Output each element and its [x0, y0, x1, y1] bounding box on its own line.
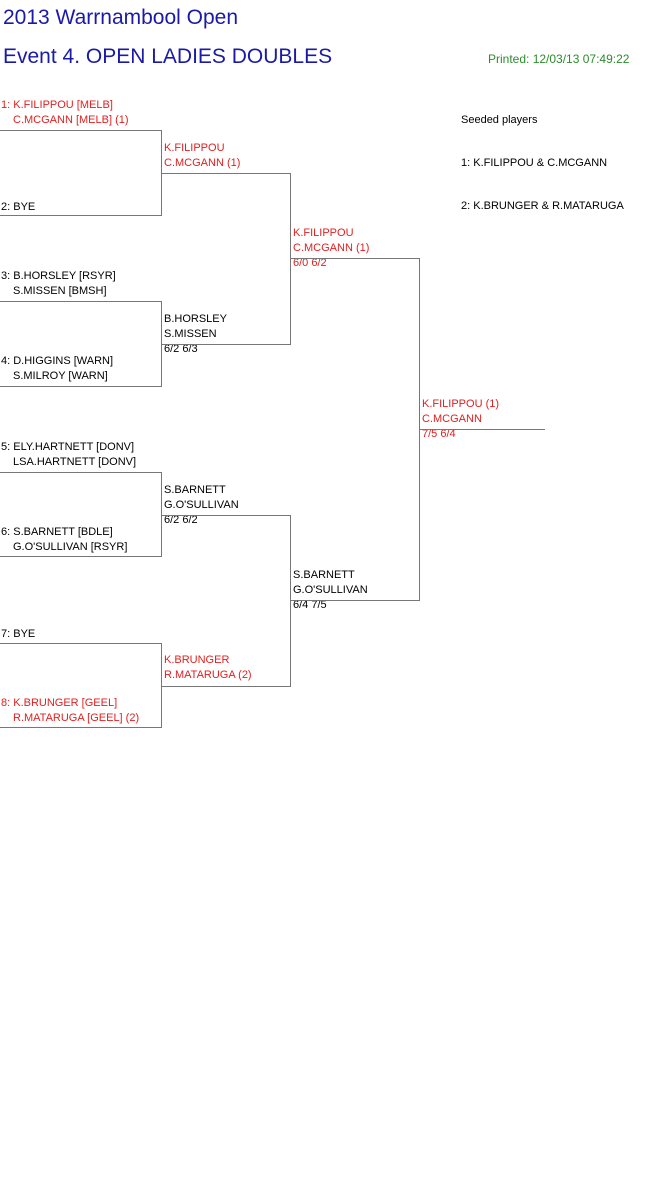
semi-entry-1-line1: K.FILIPPOU [293, 227, 354, 239]
draw-entry-2-line1: 2: BYE [1, 201, 36, 213]
draw-entry-3-line2: S.MISSEN [BMSH] [13, 285, 107, 297]
event-title: Event 4. OPEN LADIES DOUBLES [3, 45, 333, 68]
bracket-line [290, 515, 291, 687]
draw-entry-4-line2: S.MILROY [WARN] [13, 370, 108, 382]
round2-entry-3-line1: S.BARNETT [164, 484, 226, 496]
draw-entry-5-line2: LSA.HARTNETT [DONV] [13, 456, 137, 468]
final-score: 7/5 6/4 [422, 428, 456, 440]
tournament-title: 2013 Warrnambool Open [3, 6, 239, 29]
bracket-line [0, 386, 162, 387]
semi-entry-1-score: 6/0 6/2 [293, 257, 327, 269]
final-winner-line2: C.MCGANN [422, 413, 482, 425]
round2-entry-3-line2: G.O'SULLIVAN [164, 499, 239, 511]
bracket-line [0, 556, 162, 557]
seeded-players-title: Seeded players [461, 114, 538, 126]
draw-entry-1-line2: C.MCGANN [MELB] (1) [13, 114, 129, 126]
bracket-line [290, 600, 420, 601]
bracket-line [0, 301, 162, 302]
draw-entry-8-line1: 8: K.BRUNGER [GEEL] [1, 697, 118, 709]
semi-entry-2-line2: G.O'SULLIVAN [293, 584, 368, 596]
bracket-line [161, 643, 162, 728]
bracket-line [290, 258, 420, 259]
bracket-line [419, 429, 545, 430]
bracket-line [161, 686, 291, 687]
round2-entry-1-line2: C.MCGANN (1) [164, 157, 241, 169]
round2-entry-2-line2: S.MISSEN [164, 328, 217, 340]
draw-entry-3-line1: 3: B.HORSLEY [RSYR] [1, 270, 116, 282]
round2-entry-1-line1: K.FILIPPOU [164, 142, 225, 154]
bracket-line [0, 130, 162, 131]
bracket-line [161, 515, 291, 516]
seeded-player-1: 1: K.FILIPPOU & C.MCGANN [461, 157, 608, 169]
draw-entry-4-line1: 4: D.HIGGINS [WARN] [1, 355, 114, 367]
round2-entry-3-score: 6/2 6/2 [164, 514, 198, 526]
bracket-line [0, 472, 162, 473]
draw-entry-5-line1: 5: ELY.HARTNETT [DONV] [1, 441, 135, 453]
bracket-line [0, 727, 162, 728]
final-winner-line1: K.FILIPPOU (1) [422, 398, 500, 410]
draw-entry-6-line1: 6: S.BARNETT [BDLE] [1, 526, 113, 538]
semi-entry-2-line1: S.BARNETT [293, 569, 355, 581]
bracket-line [290, 173, 291, 345]
bracket-line [0, 215, 162, 216]
draw-entry-8-line2: R.MATARUGA [GEEL] (2) [13, 712, 140, 724]
semi-entry-2-score: 6/4 7/5 [293, 599, 327, 611]
bracket-line [0, 643, 162, 644]
semi-entry-1-line2: C.MCGANN (1) [293, 242, 370, 254]
printed-timestamp: Printed: 12/03/13 07:49:22 [488, 52, 630, 66]
round2-entry-4-line2: R.MATARUGA (2) [164, 669, 252, 681]
draw-entry-7-line1: 7: BYE [1, 628, 36, 640]
draw-entry-6-line2: G.O'SULLIVAN [RSYR] [13, 541, 128, 553]
round2-entry-2-line1: B.HORSLEY [164, 313, 227, 325]
bracket-line [161, 344, 291, 345]
draw-entry-1-line1: 1: K.FILIPPOU [MELB] [1, 99, 113, 111]
round2-entry-2-score: 6/2 6/3 [164, 343, 198, 355]
bracket-line [161, 173, 291, 174]
seeded-player-2: 2: K.BRUNGER & R.MATARUGA [461, 200, 624, 212]
round2-entry-4-line1: K.BRUNGER [164, 654, 230, 666]
bracket-line [161, 472, 162, 557]
